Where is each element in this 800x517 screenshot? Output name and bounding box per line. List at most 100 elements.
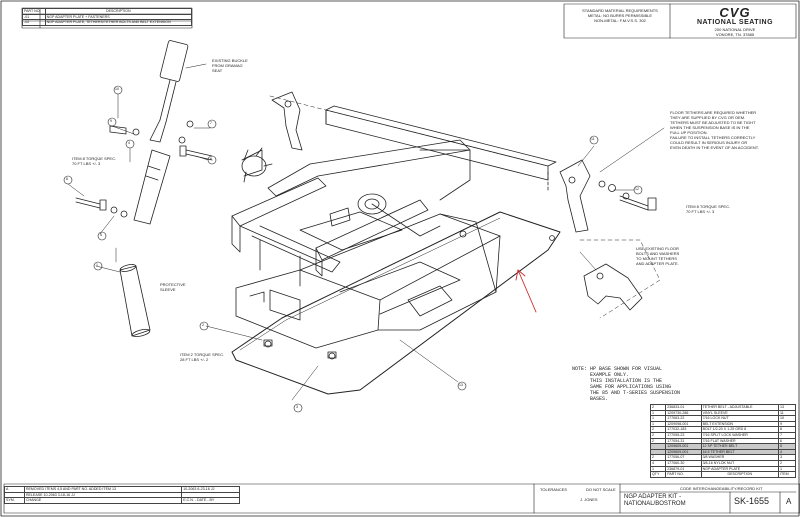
bom-item: 1 bbox=[778, 465, 796, 473]
bom-part: 177032-183 bbox=[665, 426, 702, 433]
callout-line: ITEM 2 TORQUE SPEC. bbox=[180, 352, 225, 357]
callout-line: AND ADAPTER PLATE. bbox=[636, 261, 679, 266]
balloon-number: 13 bbox=[459, 383, 463, 387]
fasteners-right bbox=[598, 180, 657, 211]
floor-bolts-callout: USE EXISTING FLOOR BOLTS AND WASHERS TO … bbox=[636, 246, 679, 266]
bom-qty: 2 bbox=[649, 426, 667, 433]
bom-part: 1209609-001 bbox=[665, 443, 702, 450]
bom-footer-qty: QTY bbox=[649, 471, 667, 478]
bom-part: 177063-22 bbox=[665, 415, 702, 422]
balloon-number: 4 bbox=[128, 141, 130, 145]
torque-spec-bottom: ITEM 2 TORQUE SPEC. 28 FT LBS +/- 2 bbox=[180, 352, 224, 362]
note-line: SAME FOR APPLICATIONS USING bbox=[572, 384, 672, 390]
material-line: NON-METAL: F.M.V.S.S. 302 bbox=[594, 18, 646, 23]
bom-qty: 1 bbox=[649, 415, 667, 422]
company-address: 200 NATIONAL DRIVE bbox=[714, 27, 756, 32]
floor-tethers-warning: FLOOR TETHERS ARE REQUIRED WHETHER THEY … bbox=[670, 110, 759, 150]
bom-desc: 3/8-16 NYLOK NUT bbox=[700, 459, 780, 467]
bom-footer-part: PART NO. bbox=[665, 471, 702, 478]
callout-line: ITEM 8 TORQUE SPEC. bbox=[72, 156, 117, 161]
note-line: THE 85 AND T-SERIES SUSPENSION bbox=[572, 390, 681, 396]
balloon-number: 5 bbox=[100, 233, 102, 237]
callout-line: EVEN DEATH IN THE EVENT OF AN ACCIDENT. bbox=[670, 145, 759, 150]
change-text: REMOVED ITEMS 4,5 AND PART NO. ADDED ITE… bbox=[23, 486, 183, 493]
callout-line: TETHERS MUST BE ADJUSTED TO BE TIGHT bbox=[670, 120, 756, 125]
rev-row-part: -02 bbox=[22, 19, 46, 26]
bom-item: 8 bbox=[778, 426, 796, 433]
adjustment-knob bbox=[241, 147, 273, 183]
bom-part: 177054-31 bbox=[665, 437, 702, 445]
bom-desc: NGP ADAPTER PLATE bbox=[700, 465, 780, 473]
change-ecn bbox=[181, 491, 240, 499]
leader-lines bbox=[67, 63, 665, 401]
bom-desc: 7/16 LOCK NUT bbox=[700, 415, 780, 422]
bom-part: 1209098-001 bbox=[665, 420, 702, 428]
bom-footer-desc: DESCRIPTION bbox=[700, 471, 780, 478]
callout-line: SEAT bbox=[212, 68, 223, 73]
balloon-number: 12 bbox=[635, 187, 639, 191]
floor-tether-hook bbox=[579, 239, 661, 319]
bom-qty: 2 bbox=[649, 432, 667, 439]
protective-sleeve bbox=[119, 264, 151, 338]
bom-part: 177056-07 bbox=[665, 454, 702, 461]
bom-desc: VINYL SLEEVE bbox=[700, 409, 780, 417]
bom-part: 177055-23 bbox=[665, 432, 702, 439]
bom-part: 236879-01 bbox=[665, 465, 702, 473]
material-line: STANDARD MATERIAL REQUIREMENTS bbox=[582, 8, 658, 13]
bom-part: 236833-01 bbox=[665, 404, 702, 411]
callout-line: SLEEVE bbox=[160, 287, 176, 292]
company-address: VONORE, TN. 37885 bbox=[715, 32, 755, 37]
fasteners-left bbox=[75, 120, 213, 218]
change-row: RELEASE 10-2063 3-18-16 JJ bbox=[4, 491, 240, 499]
bom-qty: 1 bbox=[649, 465, 667, 473]
upper-frame bbox=[241, 95, 557, 191]
tolerances-label: TOLERANCES bbox=[540, 487, 568, 492]
note-line: THIS INSTALLATION IS THE bbox=[572, 378, 663, 384]
callout-line: TO MOUNT TETHERS bbox=[636, 256, 677, 261]
item-balloons bbox=[63, 85, 643, 413]
rev-row-desc: NGP ADAPTER PLATE + FASTENERS bbox=[44, 13, 193, 21]
balloon-number: 1 bbox=[96, 263, 98, 267]
bom-desc: 7/16 FLAT WASHER bbox=[700, 437, 780, 445]
bom-part: 1209609-001 bbox=[665, 448, 702, 456]
bom-qty: 4 bbox=[649, 459, 667, 467]
material-requirements: STANDARD MATERIAL REQUIREMENTS METAL: NO… bbox=[572, 8, 668, 23]
bom-item: 5 bbox=[778, 443, 796, 450]
scissor-mechanism bbox=[231, 139, 471, 287]
callout-line: THEY ARE SUPPLIED BY CVG OR OEM. bbox=[670, 115, 746, 120]
revision-letter: A bbox=[786, 497, 792, 506]
sheet-code: CODE INTERCHANGEABILITY/RECORD KIT bbox=[680, 486, 763, 491]
callout-line: COULD RESULT IN SERIOUS INJURY OR bbox=[670, 140, 748, 145]
bom-qty: 2 bbox=[649, 454, 667, 461]
torque-spec-left: ITEM 8 TORQUE SPEC. 70 FT LBS +/- 3 bbox=[72, 156, 116, 166]
callout-line: USE EXISTING FLOOR bbox=[636, 246, 679, 251]
fasteners-bottom bbox=[263, 339, 337, 359]
belt-extension bbox=[133, 40, 189, 225]
change-header-change: CHANGE bbox=[23, 497, 183, 504]
change-header-sym: SYM. bbox=[4, 497, 25, 504]
change-ecn: 10-2063 6-23-16 JJ bbox=[181, 486, 240, 493]
rev-row-desc: NGP ADAPTER PLATE, TETHERS/TETHER BOLTS … bbox=[44, 19, 193, 26]
tether-bracket-left bbox=[271, 91, 303, 151]
bom-item: 13 bbox=[778, 404, 796, 411]
torque-spec-right: ITEM 8 TORQUE SPEC. 70 FT LBS +/- 3 bbox=[686, 204, 730, 214]
callout-line: FULL UP POSITION. bbox=[670, 130, 708, 135]
callout-line: ITEM 8 TORQUE SPEC. bbox=[686, 204, 731, 209]
note-line: EXAMPLE ONLY. bbox=[572, 372, 630, 378]
balloon-number: 7 bbox=[210, 121, 212, 125]
bom-item: 11 bbox=[778, 409, 796, 417]
bom-item: 7 bbox=[778, 432, 796, 439]
bom-item: 4 bbox=[778, 448, 796, 456]
balloon-number: 9 bbox=[110, 119, 112, 123]
bom-desc: 3/8 WASHER bbox=[700, 454, 780, 461]
